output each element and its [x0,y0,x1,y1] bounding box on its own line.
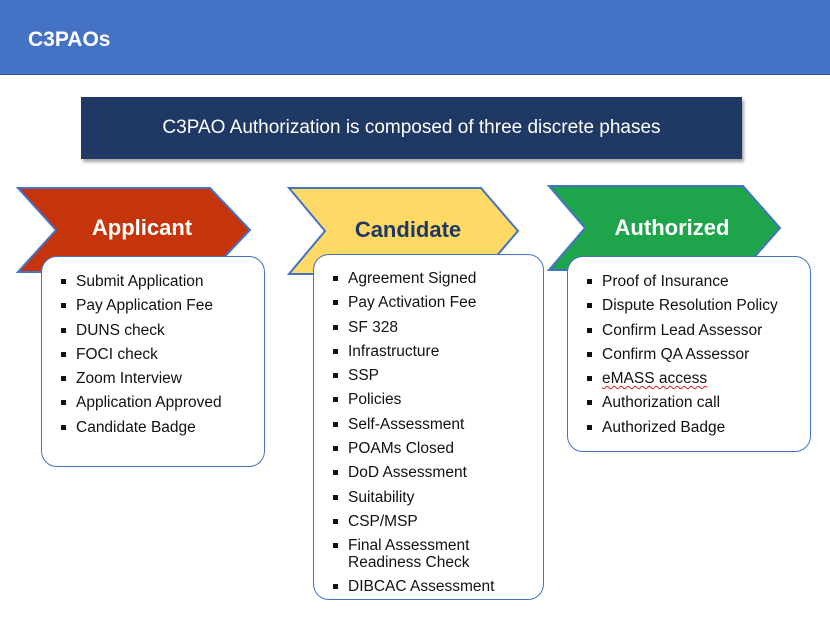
list-item: SF 328 [314,319,543,337]
summary-banner: C3PAO Authorization is composed of three… [81,97,742,159]
list-item: FOCI check [42,346,264,364]
applicant-label: Applicant [91,215,193,240]
list-item: Zoom Interview [42,370,264,388]
list-item: Suitability [314,489,543,507]
authorized-list: Proof of Insurance Dispute Resolution Po… [568,273,810,437]
applicant-card: Submit Application Pay Application Fee D… [41,256,265,467]
applicant-list: Submit Application Pay Application Fee D… [42,273,264,437]
list-item: Confirm QA Assessor [568,346,810,364]
authorized-card: Proof of Insurance Dispute Resolution Po… [567,256,811,452]
list-item: Agreement Signed [314,270,543,288]
list-item: DUNS check [42,322,264,340]
list-item: DoD Assessment [314,464,543,482]
list-item: POAMs Closed [314,440,543,458]
list-item: SSP [314,367,543,385]
candidate-list: Agreement Signed Pay Activation Fee SF 3… [314,270,543,596]
list-item: Infrastructure [314,343,543,361]
list-item: DIBCAC Assessment [314,578,543,596]
list-item: Authorized Badge [568,419,810,437]
list-item: Policies [314,391,543,409]
list-item: Authorization call [568,394,810,412]
list-item: Pay Application Fee [42,297,264,315]
list-item: Application Approved [42,394,264,412]
list-item: Dispute Resolution Policy [568,297,810,315]
candidate-label: Candidate [354,217,462,242]
list-item: Confirm Lead Assessor [568,322,810,340]
list-item: Final Assessment Readiness Check [314,537,543,571]
list-item: Proof of Insurance [568,273,810,291]
list-item: Self-Assessment [314,416,543,434]
list-item: Candidate Badge [42,419,264,437]
emass-access-text: eMASS access [602,370,708,388]
list-item: eMASS access [568,370,810,388]
page-title: C3PAOs [28,28,111,51]
list-item: CSP/MSP [314,513,543,531]
title-bar: C3PAOs [0,0,830,75]
authorized-label: Authorized [614,215,730,240]
list-item: Pay Activation Fee [314,294,543,312]
candidate-card: Agreement Signed Pay Activation Fee SF 3… [313,254,544,600]
list-item: Submit Application [42,273,264,291]
